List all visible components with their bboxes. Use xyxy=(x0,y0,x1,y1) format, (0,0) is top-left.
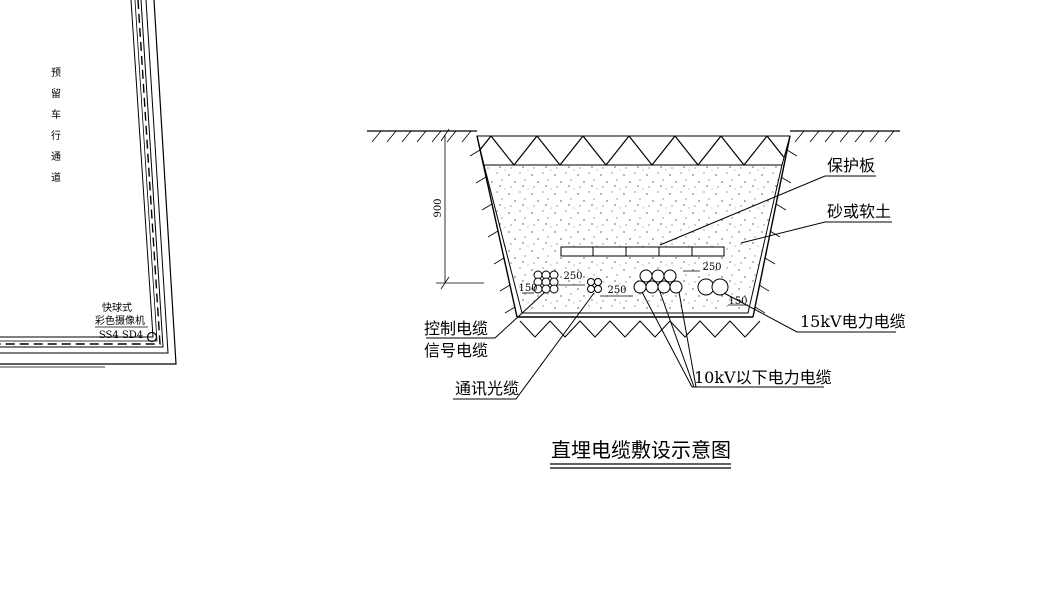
trench-walls xyxy=(469,135,798,338)
ground-line xyxy=(367,130,900,143)
camera-label: 快球式 彩色摄像机 SS4 SD4 xyxy=(95,301,158,343)
camera-label-line1: 快球式 xyxy=(102,301,132,314)
10kv-cable-label: 10kV以下电力电缆 xyxy=(694,368,832,387)
control-signal-cables xyxy=(533,270,559,294)
dim-250-b: 250 xyxy=(607,285,626,296)
depth-dimension: 900 xyxy=(433,198,444,217)
fiber-cables xyxy=(587,278,602,293)
camera-code: SS4 SD4 xyxy=(99,330,143,341)
15kv-cable-label: 15kV电力电缆 xyxy=(800,312,906,331)
dim-250-a: 250 xyxy=(563,271,582,282)
10kv-power-cables xyxy=(633,269,683,294)
trench-section: 900 150 250 250 250 150 保护板 砂或软土 15kV电力电… xyxy=(367,128,906,400)
camera-icon xyxy=(146,331,158,343)
site-plan: 预 留 车 行 通 道 快球式 彩色摄像机 SS4 SD4 xyxy=(0,0,177,368)
lane-char: 通 xyxy=(51,151,61,163)
control-cable-label: 控制电缆 xyxy=(424,319,488,338)
protective-board xyxy=(560,246,725,257)
lane-char: 行 xyxy=(51,129,61,142)
lane-char: 道 xyxy=(51,171,61,184)
lane-char: 预 xyxy=(51,67,61,79)
drawing-title: 直埋电缆敷设示意图 xyxy=(550,438,731,469)
camera-label-line2: 彩色摄像机 xyxy=(95,314,145,327)
lane-char: 留 xyxy=(51,87,61,100)
protective-board-label: 保护板 xyxy=(827,156,875,175)
plan-boundary xyxy=(0,0,177,368)
reserved-lane-label: 预 留 车 行 通 道 xyxy=(51,67,61,184)
sand-soil-label: 砂或软土 xyxy=(827,202,891,221)
sand-bedding xyxy=(483,164,783,314)
lane-char: 车 xyxy=(51,108,61,121)
leader-lines xyxy=(426,175,896,400)
backfill-layer xyxy=(476,135,791,166)
fiber-cable-label: 通讯光缆 xyxy=(455,379,519,398)
dimensions xyxy=(436,128,748,306)
15kv-power-cables xyxy=(697,278,729,296)
title-text: 直埋电缆敷设示意图 xyxy=(551,438,731,462)
signal-cable-label: 信号电缆 xyxy=(424,341,488,360)
dim-150-right: 150 xyxy=(728,296,747,307)
dim-150-left: 150 xyxy=(518,283,537,294)
dim-250-c: 250 xyxy=(702,262,721,273)
